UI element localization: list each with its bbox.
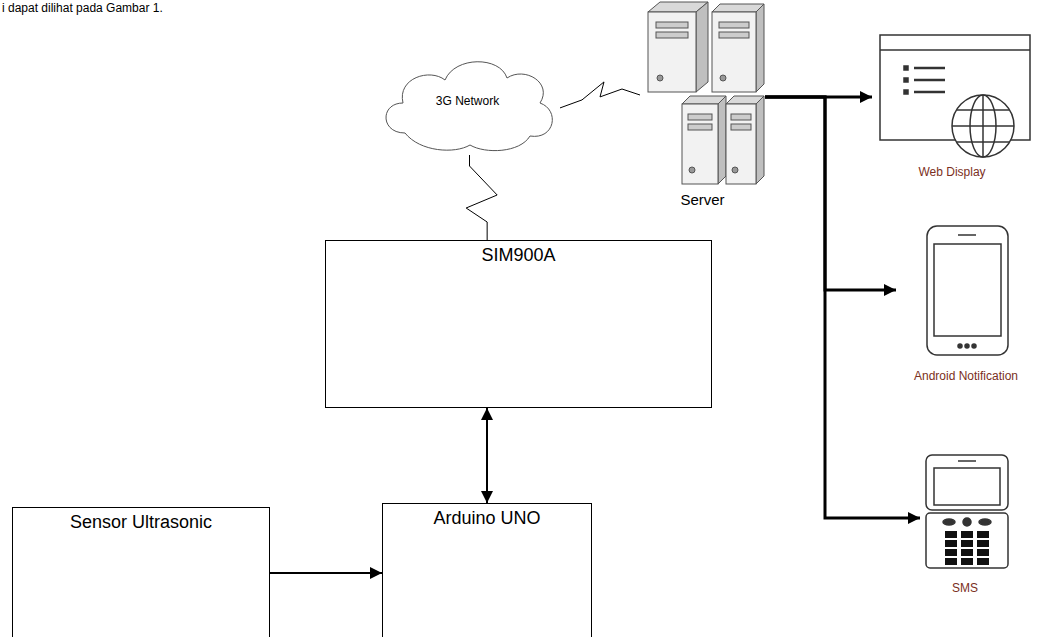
node-label: Android Notification bbox=[914, 370, 1018, 384]
text-holder: SMS bbox=[920, 450, 1010, 596]
text-holder: Arduino UNO bbox=[383, 504, 591, 637]
module-box: SIM900A bbox=[325, 240, 712, 408]
cloud-shape bbox=[386, 62, 552, 151]
node-label: 3G Network bbox=[436, 95, 499, 109]
android-phone-icon bbox=[927, 226, 1008, 355]
node-label: Server bbox=[680, 191, 724, 208]
box-title: Sensor Ultrasonic bbox=[70, 512, 212, 533]
connector-arrow bbox=[486, 408, 488, 503]
box-title: Arduino UNO bbox=[433, 508, 540, 529]
page-text: i dapat dilihat pada Gambar 1. bbox=[2, 1, 163, 15]
connector-arrow bbox=[765, 97, 920, 518]
wireless-link bbox=[560, 82, 640, 108]
text-holder: Server bbox=[640, 0, 765, 208]
wireless-link bbox=[466, 155, 497, 240]
connector-arrow bbox=[765, 97, 896, 290]
text-holder: Sensor Ultrasonic bbox=[13, 508, 269, 637]
sms-node: SMS bbox=[920, 450, 1010, 596]
box-title: SIM900A bbox=[481, 245, 555, 266]
web-display-node: Web Display bbox=[872, 30, 1032, 180]
network-cloud: 3G Network bbox=[375, 48, 560, 155]
node-label: Web Display bbox=[918, 166, 985, 180]
sensor-box: Sensor Ultrasonic bbox=[12, 507, 270, 637]
connector-arrow bbox=[270, 572, 382, 574]
text-holder: 3G Network bbox=[375, 48, 560, 155]
flip-phone-icon bbox=[926, 455, 1008, 568]
web-display-icon bbox=[880, 35, 1030, 157]
controller-box: Arduino UNO bbox=[382, 503, 592, 637]
android-node: Android Notification bbox=[896, 222, 1036, 384]
text-holder: Web Display bbox=[872, 30, 1032, 180]
server-node: Server bbox=[640, 0, 765, 208]
text-holder: Android Notification bbox=[896, 222, 1036, 384]
server-icon bbox=[648, 2, 764, 184]
node-label: SMS bbox=[952, 582, 978, 596]
text-holder: SIM900A bbox=[326, 241, 711, 407]
